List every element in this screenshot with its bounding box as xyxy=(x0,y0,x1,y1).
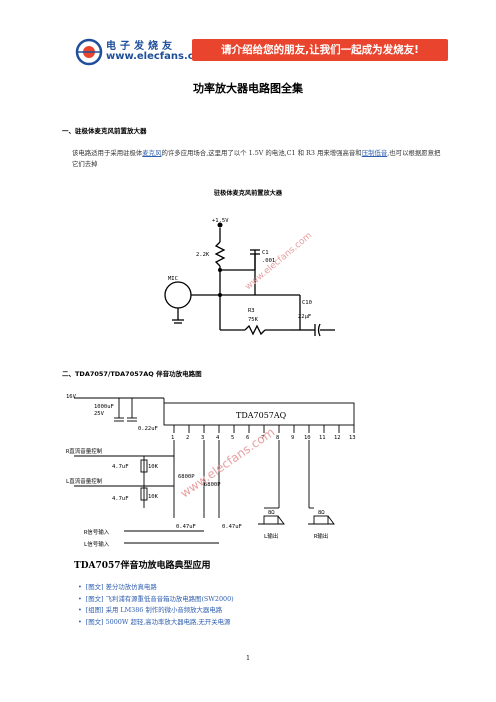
label-c1-value: .001 xyxy=(262,258,275,264)
para-text-c: ,也可以根据愿意把它们去掉 xyxy=(72,149,441,168)
label-speaker-l: 8Ω xyxy=(268,510,275,516)
svg-text:3: 3 xyxy=(201,435,204,441)
section1-heading: 一、驻极体麦克风前置放大器 xyxy=(62,127,147,135)
label-c6800b: 6800P xyxy=(204,482,221,488)
header-banner: 电子发烧友 www.elecfans.com 请介绍给您的朋友,让我们一起成为发… xyxy=(74,37,448,69)
svg-text:5: 5 xyxy=(231,435,234,441)
link-microphone[interactable]: 麦克风 xyxy=(142,149,162,157)
section1-paragraph: 该电路适用于采用驻极体麦克风的许多应用场合,这里用了以个 1.5V 的电池,C1… xyxy=(72,148,442,170)
chip-label: TDA7057AQ xyxy=(236,411,287,420)
tda7057-caption: TDA7057伴音功放电路典型应用 xyxy=(74,559,211,571)
slogan-banner: 请介绍给您的朋友,让我们一起成为发烧友! xyxy=(192,39,448,61)
label-c022: 0.22uF xyxy=(138,426,158,432)
label-c047a: 0.47uF xyxy=(176,524,196,530)
list-item[interactable]: •[组图] 采用 LM386 制作的微小音频放大器电路 xyxy=(78,605,234,617)
bullet-icon: • xyxy=(78,617,82,626)
related-link-1[interactable]: [图文] 差分功放仿真电路 xyxy=(85,583,157,591)
svg-text:8: 8 xyxy=(276,435,279,441)
bullet-icon: • xyxy=(78,583,82,591)
elecfans-logo-icon xyxy=(75,38,103,66)
label-l-volume: L直流音量控制 xyxy=(66,477,103,485)
watermark-1: www.elecfans.com xyxy=(244,231,315,293)
page-title: 功率放大器电路图全集 xyxy=(193,82,303,95)
svg-text:7: 7 xyxy=(261,435,264,441)
label-c10: C10 xyxy=(302,300,312,306)
pin-numbers: 1 2 3 4 5 6 7 8 9 10 11 12 13 xyxy=(171,435,356,441)
label-r-input: R信号输入 xyxy=(84,528,110,536)
label-c6800a: 6800P xyxy=(178,474,195,480)
label-c47a: 4.7uF xyxy=(112,464,129,470)
label-16v: 16V xyxy=(66,394,77,400)
list-item[interactable]: •[图文] 飞利浦有源重低音音箱功放电路图(SW2000) xyxy=(78,594,234,606)
label-c10-value: 22μF xyxy=(298,314,311,320)
label-c1: C1 xyxy=(262,250,269,256)
svg-text:9: 9 xyxy=(291,435,294,441)
label-out-r: R输出 xyxy=(314,532,328,540)
section2-heading: 二、TDA7057/TDA7057AQ 伴音功放电路图 xyxy=(62,370,202,378)
svg-text:12: 12 xyxy=(334,435,341,441)
label-r3: R3 xyxy=(248,308,255,314)
label-cap-in: 1000uF xyxy=(94,404,114,410)
label-r-volume: R直流音量控制 xyxy=(66,447,103,455)
section1-caption: 驻极体麦克风前置放大器 xyxy=(213,190,283,197)
label-speaker-r: 8Ω xyxy=(318,510,325,516)
label-r10a: 10K xyxy=(148,464,159,470)
related-links-list: •[图文] 差分功放仿真电路 •[图文] 飞利浦有源重低音音箱功放电路图(SW2… xyxy=(78,582,234,628)
label-l-input: L信号输入 xyxy=(84,540,110,548)
label-r10b: 10K xyxy=(148,494,159,500)
logo-url[interactable]: www.elecfans.com xyxy=(106,51,211,62)
label-voltage: +1.5V xyxy=(212,218,229,224)
bullet-icon: • xyxy=(78,606,82,614)
label-c47b: 4.7uF xyxy=(112,496,129,502)
list-item[interactable]: •[图文] 5000W 超轻,高功率放大器电路,无开关电源 xyxy=(78,617,234,629)
bullet-icon: • xyxy=(78,594,82,603)
related-link-2[interactable]: [图文] 飞利浦有源重低音音箱功放电路图(SW2000) xyxy=(85,594,234,603)
svg-text:1: 1 xyxy=(171,435,174,441)
link-bass-suppress[interactable]: 压制低音 xyxy=(361,149,388,157)
related-link-3[interactable]: [组图] 采用 LM386 制作的微小音频放大器电路 xyxy=(85,606,223,614)
label-r3-value: 75K xyxy=(248,317,259,323)
svg-text:2: 2 xyxy=(186,435,189,441)
tda7057-schematic: 16V 1000uF 25V 0.22uF TDA7057AQ 1 2 3 4 … xyxy=(66,394,356,571)
para-text-a: 该电路适用于采用驻极体 xyxy=(72,149,143,157)
svg-text:10: 10 xyxy=(304,435,311,441)
list-item[interactable]: •[图文] 差分功放仿真电路 xyxy=(78,582,234,594)
label-mic: MIC xyxy=(168,276,178,282)
svg-text:11: 11 xyxy=(319,435,326,441)
para-text-b: 的许多应用场合,这里用了以个 1.5V 的电池,C1 和 R3 用来增强高音和 xyxy=(161,149,362,157)
label-cap-in-voltage: 25V xyxy=(94,411,105,417)
svg-text:4: 4 xyxy=(216,435,220,441)
mic-preamp-schematic: +1.5V 2.2K C1 .001 MIC R3 75K C10 22μF w… xyxy=(164,218,335,337)
watermark-2: www.elecfans.com xyxy=(178,425,278,501)
logo-chinese: 电子发烧友 xyxy=(106,41,176,52)
label-out-l: L输出 xyxy=(264,532,278,540)
label-r1: 2.2K xyxy=(196,252,210,258)
related-link-4[interactable]: [图文] 5000W 超轻,高功率放大器电路,无开关电源 xyxy=(85,617,231,626)
svg-text:13: 13 xyxy=(349,435,356,441)
svg-text:6: 6 xyxy=(246,435,249,441)
label-c047b: 0.47uF xyxy=(222,524,242,530)
page-number: 1 xyxy=(246,655,250,662)
